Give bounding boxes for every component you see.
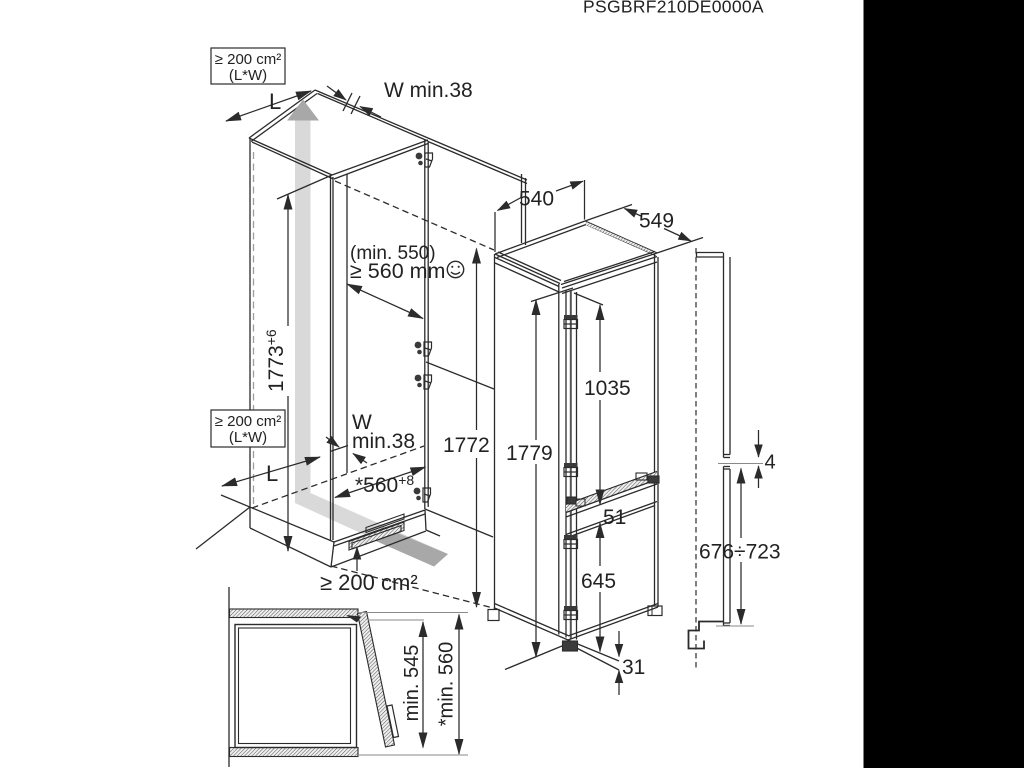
- niche-hinge-hardware: [413, 152, 434, 503]
- fridge-drawing: [487, 220, 663, 671]
- vent-bottom-label: ≥ 200 cm²: [320, 570, 418, 595]
- wall-width-bottom-label-line2: min.38: [352, 430, 415, 453]
- floor-depth-label: *560+8: [355, 472, 414, 497]
- bottom-clearance-label: 31: [622, 656, 645, 679]
- diagram-labels: PSGBRF210DE0000A ≥ 200 cm² (L*W) ≥ 200 c…: [215, 0, 781, 726]
- width-top-label: 540: [519, 188, 554, 211]
- dimension-lines: [221, 85, 763, 755]
- divider-gap-label: 51: [603, 506, 626, 529]
- length-bottom-label: L: [266, 461, 278, 486]
- depth-main-label: ≥ 560 mm: [350, 259, 445, 283]
- vent-top-label-line2: (L*W): [229, 67, 267, 84]
- vent-top-label-line1: ≥ 200 cm²: [215, 51, 282, 68]
- vent-area-box-top: [210, 47, 286, 85]
- wall-width-bottom-label-line1: W: [352, 411, 372, 434]
- total-height-label: 1779: [506, 442, 553, 465]
- door-gap-label: 4: [765, 452, 776, 474]
- plan-view: [228, 587, 468, 767]
- smiley-face-icon: [446, 260, 465, 279]
- model-code-label: PSGBRF210DE0000A: [583, 0, 764, 17]
- wall-width-top-label: W min.38: [384, 79, 473, 102]
- right-mask-bar: [863, 0, 1024, 768]
- upper-door-height-label: 1035: [584, 377, 631, 400]
- vent-area-box-mid: [210, 409, 286, 448]
- vent-mid-label-line1: ≥ 200 cm²: [215, 413, 282, 430]
- depth-note-label: (min. 550): [350, 243, 436, 264]
- inner-height-label: 1772: [443, 434, 490, 457]
- lower-door-height-label: 645: [581, 570, 616, 593]
- plan-depth-min-label: min. 545: [401, 645, 423, 722]
- depth-top-label: 549: [639, 210, 674, 233]
- door-side-view: [656, 236, 763, 671]
- length-top-label: L: [269, 89, 281, 114]
- niche-height-label: 1773+6: [263, 329, 288, 392]
- plan-depth-min-star-label: *min. 560: [436, 642, 458, 727]
- fridge-hinge-hardware: [563, 315, 579, 621]
- vent-mid-label-line2: (L*W): [229, 429, 267, 446]
- lower-panel-range-label: 676÷723: [699, 541, 781, 564]
